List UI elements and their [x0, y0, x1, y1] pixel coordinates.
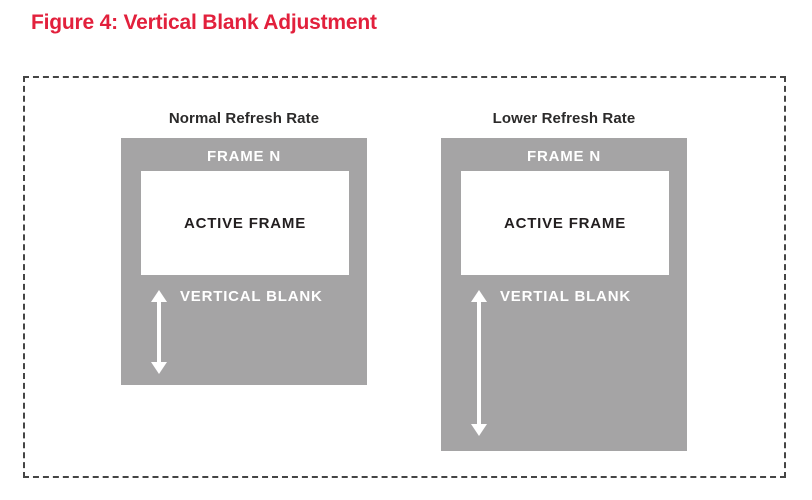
arrow-shaft [477, 300, 481, 426]
vertical-blank-label: VERTIAL BLANK [500, 288, 631, 305]
frame-n-label: FRAME N [527, 148, 601, 165]
double-vertical-arrow-icon [151, 290, 167, 374]
frame-box-lower-refresh: FRAME N ACTIVE FRAME VERTIAL BLANK [441, 138, 687, 451]
vertical-blank-label: VERTICAL BLANK [180, 288, 323, 305]
panel-heading-lower-refresh: Lower Refresh Rate [492, 110, 636, 127]
double-vertical-arrow-icon [471, 290, 487, 436]
active-frame-label: ACTIVE FRAME [503, 214, 627, 232]
frame-n-label: FRAME N [207, 148, 281, 165]
frame-box-normal-refresh: FRAME N ACTIVE FRAME VERTICAL BLANK [121, 138, 367, 385]
active-frame-box: ACTIVE FRAME [141, 171, 349, 275]
arrow-shaft [157, 300, 161, 364]
active-frame-label: ACTIVE FRAME [183, 214, 307, 232]
panel-heading-normal-refresh: Normal Refresh Rate [168, 110, 320, 127]
figure-dashed-border: Normal Refresh Rate Lower Refresh Rate F… [23, 76, 786, 478]
figure-title: Figure 4: Vertical Blank Adjustment [31, 11, 377, 34]
active-frame-box: ACTIVE FRAME [461, 171, 669, 275]
